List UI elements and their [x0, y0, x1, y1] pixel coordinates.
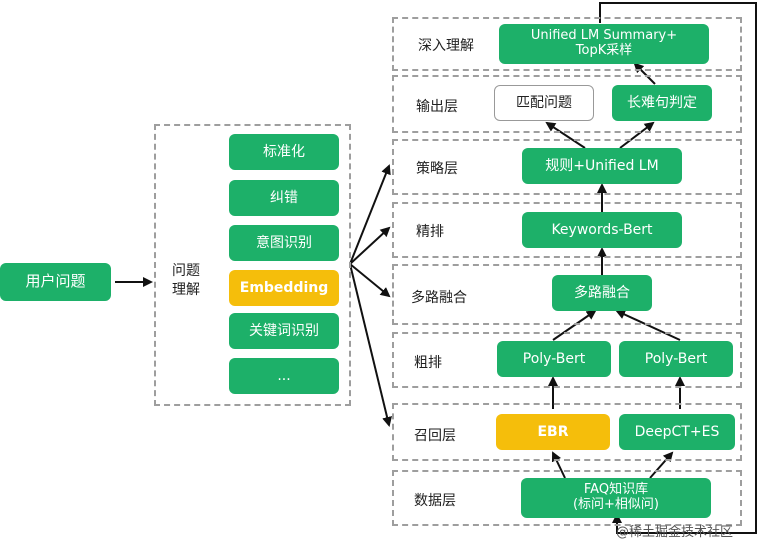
understanding-item-keywords: 关键词识别 — [229, 313, 339, 349]
node-match-question-label: 匹配问题 — [516, 94, 572, 111]
node-unified-lm-summary: Unified LM Summary+ TopK采样 — [499, 24, 709, 64]
understanding-item-embedding: Embedding — [229, 270, 339, 306]
node-rules-unified-lm: 规则+Unified LM — [522, 148, 682, 184]
arrow-to-rank — [349, 226, 391, 265]
understanding-item-correction: 纠错 — [229, 180, 339, 216]
user-question-label: 用户问题 — [25, 272, 86, 291]
node-poly-bert-right-label: Poly-Bert — [644, 350, 708, 367]
node-rules-unified-lm-label: 规则+Unified LM — [545, 157, 659, 174]
node-keywords-bert: Keywords-Bert — [522, 212, 682, 248]
layer-strategy — [392, 139, 742, 195]
understanding-item-label: ... — [277, 367, 291, 384]
understanding-item-label: Embedding — [239, 279, 329, 296]
layer-coarse-rank-label: 粗排 — [414, 355, 442, 371]
layer-recall — [392, 403, 742, 461]
arrow-to-strategy — [349, 164, 391, 265]
node-multi-route-fusion-label: 多路融合 — [574, 284, 630, 301]
question-understanding-label: 问题 理解 — [164, 262, 208, 300]
layer-fine-rank — [392, 202, 742, 258]
layer-output-label: 输出层 — [416, 99, 458, 115]
layer-output — [392, 75, 742, 133]
arrow-to-recall — [349, 263, 392, 427]
node-faq-knowledge-base: FAQ知识库 (标问+相似问) — [521, 478, 711, 518]
node-deepct-es: DeepCT+ES — [619, 414, 735, 450]
understanding-item-intent: 意图识别 — [229, 225, 339, 261]
node-multi-route-fusion: 多路融合 — [552, 275, 652, 311]
understanding-item-normalize: 标准化 — [229, 134, 339, 170]
layer-data-label: 数据层 — [414, 493, 456, 509]
node-poly-bert-left-label: Poly-Bert — [522, 350, 586, 367]
node-ebr: EBR — [496, 414, 610, 450]
understanding-item-label: 纠错 — [270, 189, 298, 206]
node-unified-lm-summary-line2: TopK采样 — [575, 43, 633, 58]
layer-recall-label: 召回层 — [414, 428, 456, 444]
layer-deep-label: 深入理解 — [418, 38, 474, 54]
question-understanding-group — [154, 124, 351, 406]
node-poly-bert-left: Poly-Bert — [497, 341, 611, 377]
arrow-to-fusion — [349, 263, 391, 298]
layer-deep-understanding — [392, 17, 742, 71]
question-understanding-label-line1: 问题 — [172, 263, 200, 279]
node-unified-lm-summary-line1: Unified LM Summary+ — [530, 28, 678, 44]
node-faq-line2: (标问+相似问) — [572, 497, 660, 512]
user-question-node: 用户问题 — [0, 263, 111, 301]
node-poly-bert-right: Poly-Bert — [619, 341, 733, 377]
node-deepct-es-label: DeepCT+ES — [634, 423, 720, 440]
node-keywords-bert-label: Keywords-Bert — [551, 221, 653, 238]
node-match-question: 匹配问题 — [494, 85, 594, 121]
understanding-item-more: ... — [229, 358, 339, 394]
layer-coarse-rank — [392, 332, 742, 388]
node-faq-line1: FAQ知识库 — [583, 482, 649, 498]
layer-fusion — [392, 264, 742, 325]
understanding-item-label: 关键词识别 — [249, 322, 319, 339]
layer-fusion-label: 多路融合 — [411, 290, 467, 306]
watermark-text: @稀土掘金技术社区 — [616, 525, 734, 540]
layer-data — [392, 470, 742, 526]
layer-strategy-label: 策略层 — [416, 161, 458, 177]
node-long-sentence: 长难句判定 — [612, 85, 712, 121]
understanding-item-label: 标准化 — [263, 143, 305, 160]
node-long-sentence-label: 长难句判定 — [627, 94, 697, 111]
layer-fine-rank-label: 精排 — [416, 224, 444, 240]
question-understanding-label-line2: 理解 — [172, 281, 200, 298]
node-ebr-label: EBR — [537, 423, 569, 440]
understanding-item-label: 意图识别 — [256, 234, 312, 251]
